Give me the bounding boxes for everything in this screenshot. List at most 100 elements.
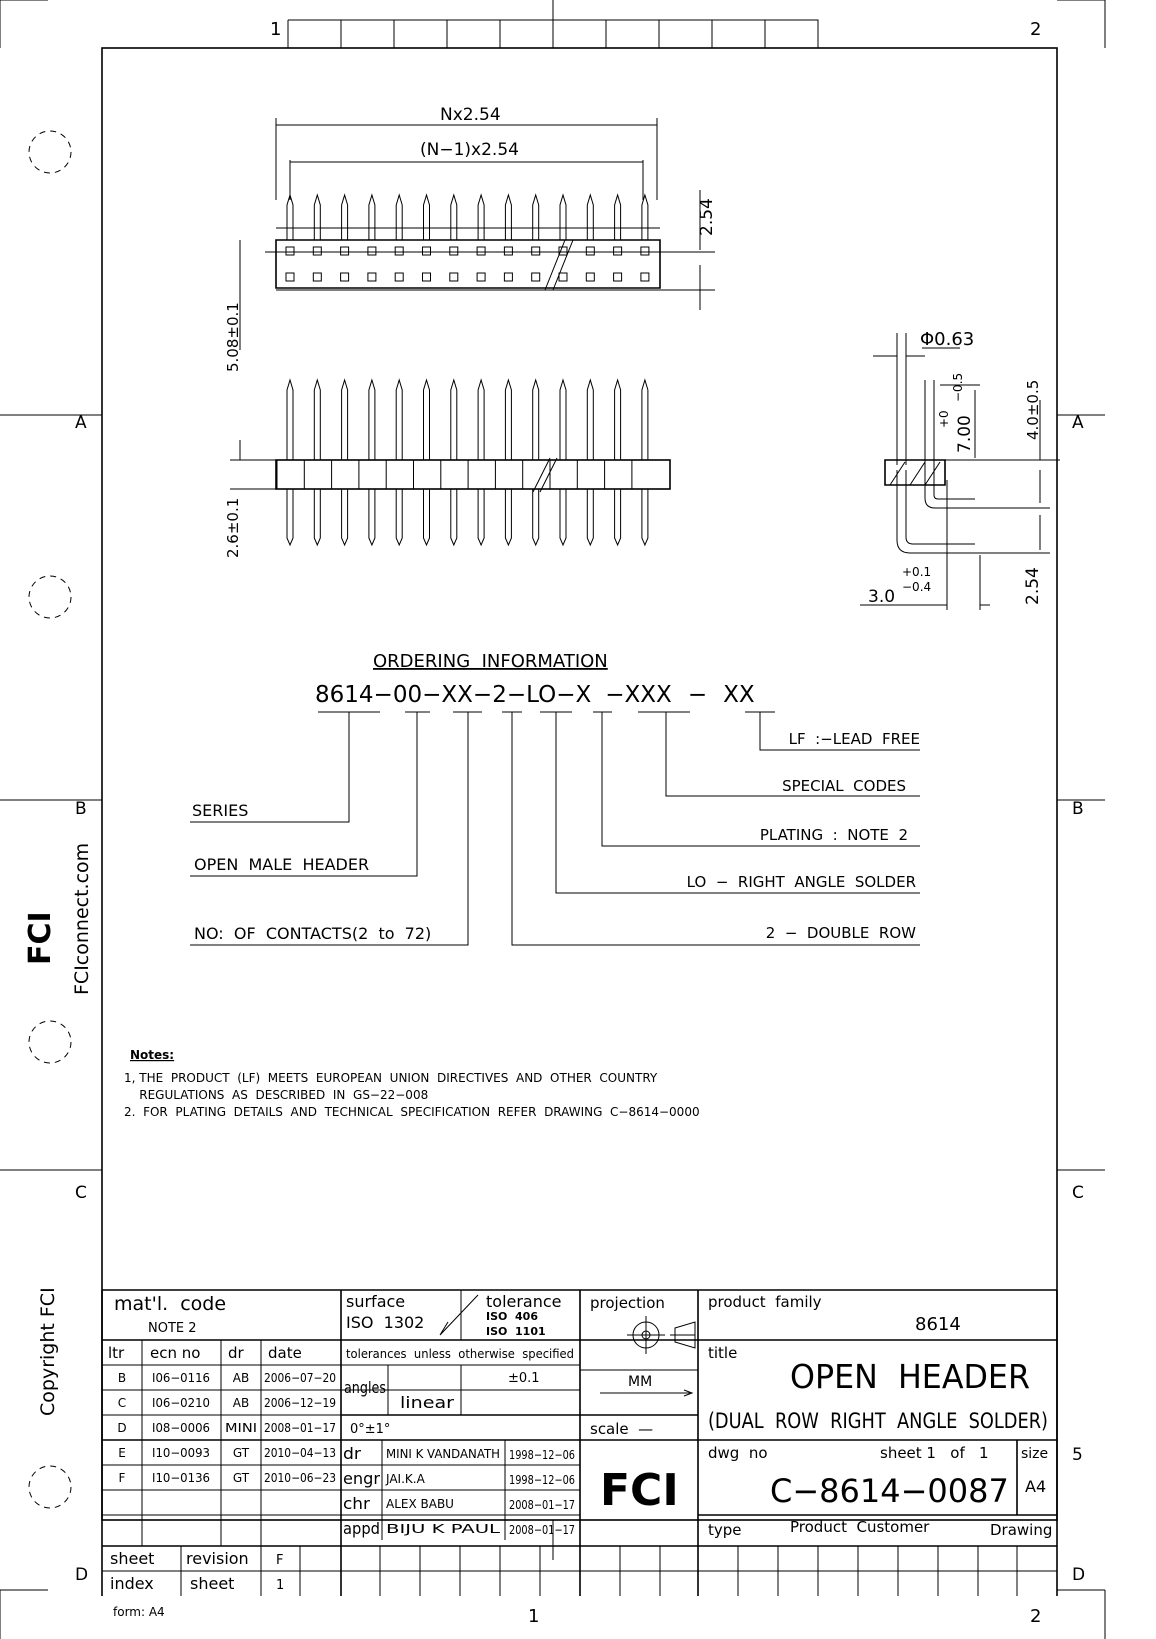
pin-front: [303, 378, 321, 547]
ordering-code-part: 2: [492, 682, 507, 708]
ordering-code-part: XX: [441, 682, 473, 708]
pin-front: [522, 378, 540, 547]
dim-lower-pin: 2.6±0.1: [224, 498, 242, 558]
ordering-code-part: −: [473, 682, 492, 708]
rev-header: dr: [228, 1344, 245, 1362]
dwg-no-label: dwg no: [708, 1444, 768, 1462]
row-label: A: [1072, 413, 1084, 433]
dim-upper-tol-minus: −0.5: [951, 373, 965, 402]
top-view: [239, 118, 715, 460]
fci-logo: FCI: [600, 1465, 679, 1516]
sheet2-label: sheet: [190, 1574, 234, 1593]
pin-square: [558, 246, 568, 256]
product-family: 8614: [915, 1314, 961, 1335]
signoff-name: BIJU K PAUL: [386, 1522, 500, 1536]
side-url: FCIconnect.com: [71, 843, 93, 995]
pin-square: [476, 272, 486, 282]
rev-cell: 2008−01−17: [264, 1421, 336, 1435]
ordering-code-part: −: [422, 682, 441, 708]
ordering-label-left: NO: OF CONTACTS(2 to 72): [194, 924, 431, 943]
pin-square: [285, 272, 295, 282]
ordering-code-part: −: [688, 682, 707, 708]
rev-cell: I06−0116: [152, 1371, 210, 1385]
linear-tolerance: ±0.1: [508, 1371, 540, 1386]
signoff-name: ALEX BABU: [386, 1497, 454, 1511]
side-view: [860, 333, 1060, 610]
tolerances-unless: tolerances unless otherwise specified: [346, 1347, 574, 1361]
title-label: title: [708, 1344, 737, 1362]
angle-tolerance: 0°±1°: [350, 1422, 390, 1437]
pin-top: [286, 193, 294, 240]
pin-square: [422, 272, 431, 282]
pin-front: [494, 378, 512, 547]
pin-square: [312, 246, 322, 256]
pin-square: [531, 246, 541, 256]
revision-label: revision: [186, 1549, 249, 1568]
type-label: type: [708, 1521, 742, 1539]
rev-cell: I10−0093: [152, 1446, 210, 1460]
row-label: B: [75, 799, 87, 819]
dim-pin-diameter: Φ0.63: [920, 329, 974, 350]
pin-square: [503, 272, 513, 282]
pin-front: [467, 378, 485, 547]
ordering-label-right: 2 − DOUBLE ROW: [766, 924, 916, 942]
tolerance-iso-1101: ISO 1101: [486, 1325, 546, 1338]
product-family-label: product family: [708, 1293, 822, 1311]
ordering-code-part: −: [556, 682, 575, 708]
pin-front: [604, 378, 622, 547]
pin-square: [312, 272, 322, 282]
rev-cell: GT: [233, 1471, 250, 1485]
signoff-date: 1998−12−06: [509, 1448, 575, 1462]
rev-cell: GT: [233, 1446, 250, 1460]
pin-front: [576, 378, 594, 547]
rev-cell: F: [119, 1471, 126, 1485]
pin-square: [285, 246, 295, 256]
projection-label: projection: [590, 1294, 665, 1312]
signoff-date: 1998−12−06: [509, 1473, 575, 1487]
fci-side-logo: FCI: [23, 911, 58, 965]
tolerance-iso-406: ISO 406: [486, 1310, 538, 1323]
drawing-title: OPEN HEADER: [790, 1357, 1030, 1396]
rev-cell: MINI: [225, 1421, 257, 1435]
angles-label: angles: [344, 1378, 386, 1397]
pin-top: [395, 193, 403, 240]
surface-label: surface: [346, 1292, 405, 1311]
ordering-code-part: −: [605, 682, 624, 708]
dim-height: 4.0±0.5: [1024, 380, 1042, 440]
size-label: size: [1021, 1446, 1048, 1462]
rev-header: ltr: [108, 1344, 125, 1362]
pin-top: [368, 193, 376, 240]
ordering-code-part: X: [576, 682, 592, 708]
zone-label: 1: [528, 1606, 539, 1627]
pin-top: [614, 193, 622, 240]
pin-top: [313, 193, 321, 240]
dim-upper-tol-plus: +0: [937, 410, 951, 428]
pin-square: [449, 272, 459, 282]
signoff-date: 2008−01−17: [509, 1498, 575, 1512]
ordering-label-left: SERIES: [192, 801, 248, 820]
signoff-name: MINI K VANDANATH: [386, 1447, 500, 1461]
pin-front: [413, 378, 430, 547]
signoff-role: engr: [343, 1469, 380, 1488]
pin-top: [341, 193, 349, 240]
note-line: 1, THE PRODUCT (LF) MEETS EUROPEAN UNION…: [124, 1071, 658, 1085]
sheet-of: sheet 1 of 1: [880, 1444, 989, 1462]
pin-top: [586, 193, 594, 240]
rev-cell: E: [118, 1446, 126, 1460]
pin-front: [385, 378, 403, 547]
zone-label: 2: [1030, 1606, 1041, 1627]
pin-square: [394, 272, 404, 282]
ordering-code-part: −: [374, 682, 393, 708]
dim-body-height: 5.08±0.1: [224, 302, 242, 372]
pin-square: [340, 272, 350, 282]
dim-n1-pitch: (N−1)x2.54: [420, 140, 519, 160]
pin-front: [440, 378, 458, 547]
pin-top: [559, 193, 567, 240]
signoff-name: JAI.K.A: [385, 1472, 426, 1486]
pin-square: [367, 246, 377, 256]
pin-square: [640, 246, 650, 256]
surface-value: ISO 1302: [346, 1313, 424, 1332]
